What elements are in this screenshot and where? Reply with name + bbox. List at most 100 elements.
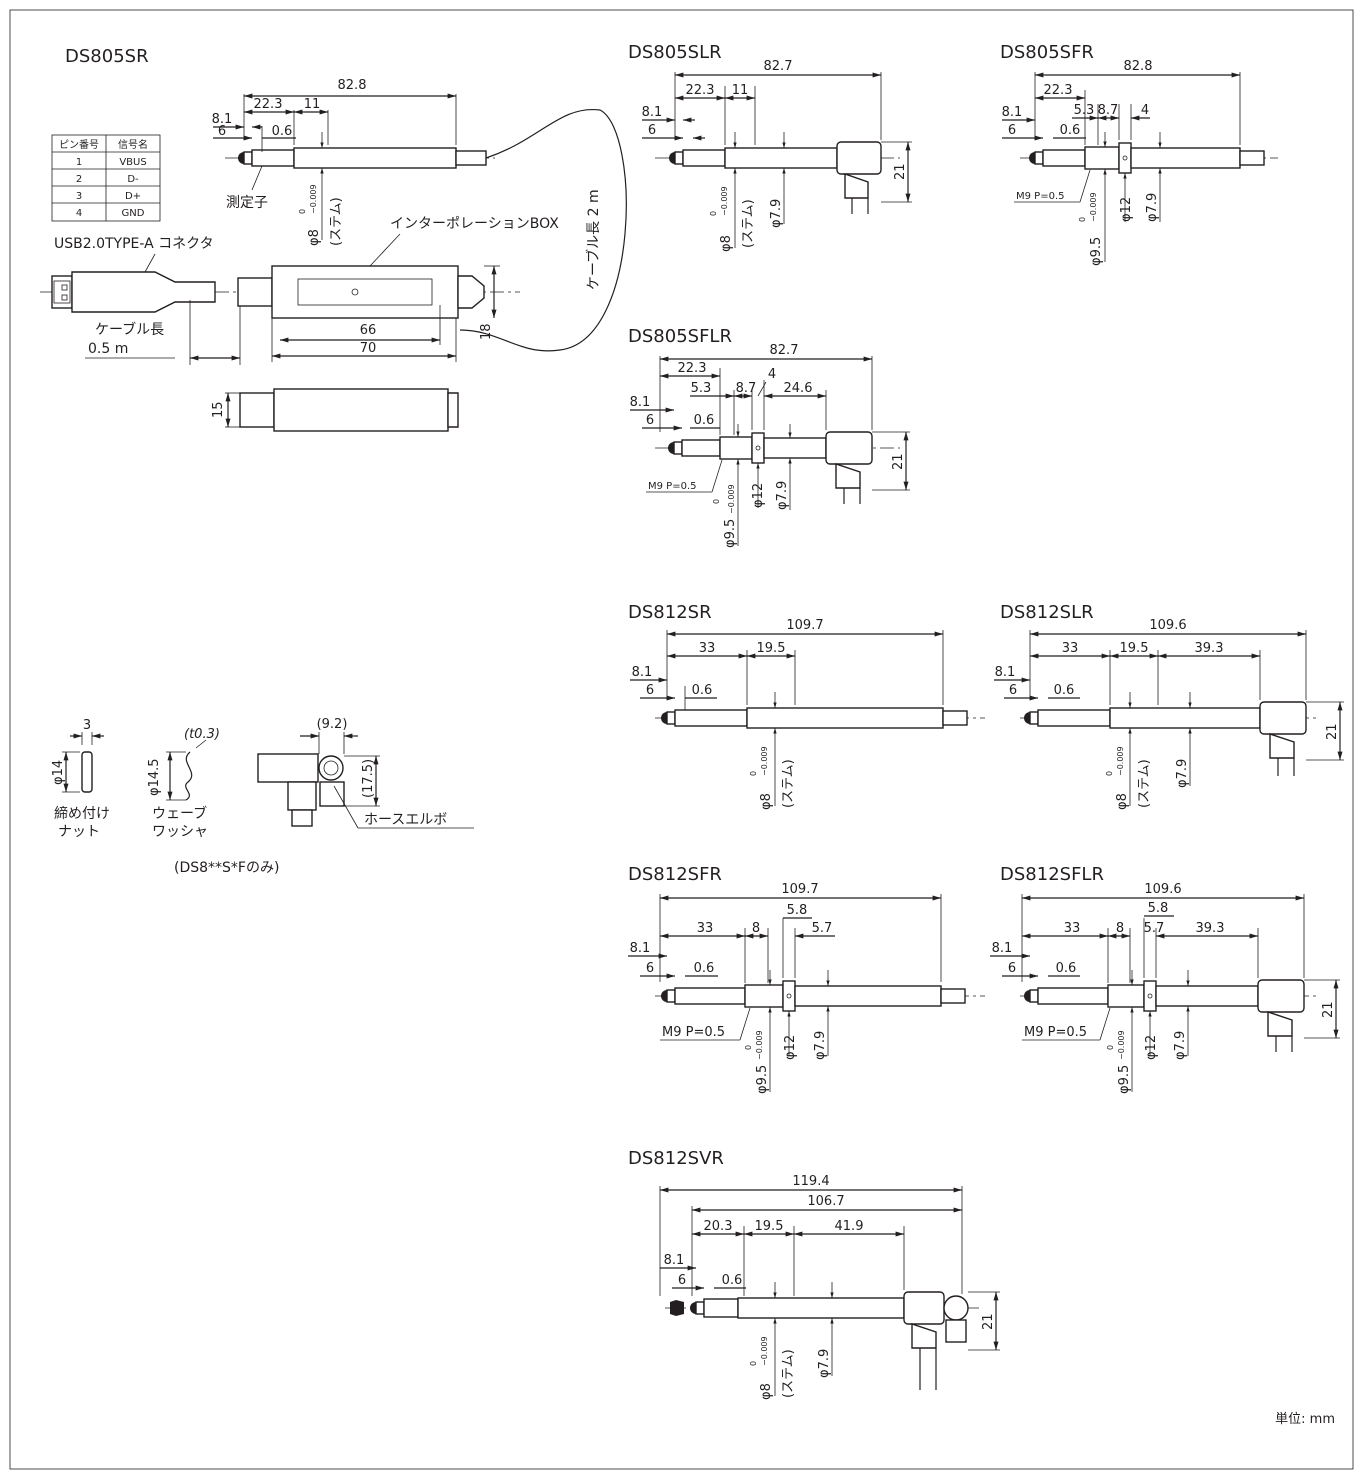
ds812slr-stem: (ステム) <box>1137 759 1152 808</box>
ds805sfr-dim-g: 0.6 <box>1060 123 1081 138</box>
ds805sr-phi8: φ8 <box>307 229 322 246</box>
ds812sflr-title: DS812SFLR <box>1000 864 1104 885</box>
ds812sfr-tol-bot: −0.009 <box>755 1030 764 1060</box>
ds812slr-dim-total: 109.6 <box>1149 618 1186 633</box>
ds805sfr-thread: M9 P=0.5 <box>1016 191 1064 202</box>
pin-table: ピン番号 信号名 1 VBUS 2 D- 3 D+ 4 GND <box>51 134 161 222</box>
ds812sflr-dim-i: 21 <box>1321 1001 1336 1018</box>
ds805sflr-dim-a: 22.3 <box>678 361 707 376</box>
ds805sflr-dim-c: 8.7 <box>736 381 757 396</box>
ds812sfr-dim-b: 8 <box>752 921 760 936</box>
ds805sr-probe-label: 測定子 <box>226 195 268 211</box>
ds812sfr-thread: M9 P=0.5 <box>662 1025 725 1040</box>
ds805sfr-phi79: φ7.9 <box>1145 193 1160 222</box>
ds812slr-dim-a: 33 <box>1062 641 1079 656</box>
accessories-drawing: 3 φ14 締め付け ナット φ14.5 (t0.3) ウェーブ ワッシャ (9… <box>51 717 474 876</box>
ds805sr-dim-b: 11 <box>304 97 321 112</box>
washer-thickness: (t0.3) <box>184 727 220 742</box>
ds805sr-cable-short-1: ケーブル長 <box>95 321 164 338</box>
ds812sflr-thread: M9 P=0.5 <box>1024 1025 1087 1040</box>
ds812sr-dim-total: 109.7 <box>786 618 823 633</box>
ds805sflr-phi79: φ7.9 <box>775 481 790 510</box>
ds805sflr-dim-h: 0.6 <box>694 413 715 428</box>
ds812svr-stem: (ステム) <box>781 1349 796 1398</box>
ds805sfr-dim-b: 5.3 <box>1074 103 1095 118</box>
ds812svr-dim-inner: 106.7 <box>807 1194 844 1209</box>
ds805sfr-tol-bot: −0.009 <box>1089 192 1098 222</box>
unit-label: 単位: mm <box>1275 1411 1335 1427</box>
ds812sfr-dim-g: 0.6 <box>694 961 715 976</box>
ds812sflr-dim-c: 5.8 <box>1148 901 1169 916</box>
ds805sflr-drawing: DS805SFLR 82.7 22.3 5.3 8.7 4 24.6 8.1 <box>628 326 910 548</box>
ds812sflr-dim-h: 0.6 <box>1056 961 1077 976</box>
ds805slr-stem: (ステム) <box>741 199 756 248</box>
ds812svr-dim-c: 41.9 <box>835 1219 864 1234</box>
ds812sflr-dim-b: 8 <box>1116 921 1124 936</box>
ds805sflr-title: DS805SFLR <box>628 326 732 347</box>
ds812sr-phi8: φ8 <box>759 793 774 810</box>
ds805sr-stem: (ステム) <box>329 197 344 246</box>
pin-table-cell: 3 <box>76 191 82 202</box>
ds805sflr-phi95: φ9.5 <box>723 519 738 548</box>
ds812svr-dim-total: 119.4 <box>792 1174 829 1189</box>
ds805sr-dim-c: 8.1 <box>212 112 233 127</box>
ds812sfr-title: DS812SFR <box>628 864 722 885</box>
ds812svr-title: DS812SVR <box>628 1148 724 1169</box>
ds805sflr-thread: M9 P=0.5 <box>648 481 696 492</box>
ds812slr-dim-b: 19.5 <box>1120 641 1149 656</box>
ds812slr-phi8: φ8 <box>1115 793 1130 810</box>
elbow-width: (9.2) <box>317 717 348 732</box>
ds812sr-dim-e: 0.6 <box>692 683 713 698</box>
ds805sr-dim-total: 82.8 <box>338 78 367 93</box>
ds812svr-dim-f: 0.6 <box>722 1273 743 1288</box>
ds812sfr-dim-f: 6 <box>646 961 654 976</box>
ds812sflr-tol-top: 0 <box>1106 1045 1115 1050</box>
ds812sr-tol-bot: −0.009 <box>760 746 769 776</box>
sheet-frame <box>9 9 1354 1470</box>
ds805sr-dim-a: 22.3 <box>254 97 283 112</box>
ds805sr-box-label: インターポレーションBOX <box>390 216 559 232</box>
ds805sfr-phi95: φ9.5 <box>1089 237 1104 266</box>
nut-label-2: ナット <box>58 824 100 840</box>
ds805sfr-dim-c: 8.7 <box>1098 103 1119 118</box>
ds812svr-phi79: φ7.9 <box>817 1349 832 1378</box>
ds805slr-dim-total: 82.7 <box>764 59 793 74</box>
ds812sfr-phi95: φ9.5 <box>755 1065 770 1094</box>
ds805sfr-dim-a: 22.3 <box>1044 83 1073 98</box>
ds805slr-phi8: φ8 <box>719 235 734 252</box>
ds812sr-stem: (ステム) <box>781 759 796 808</box>
pin-table-cell: 4 <box>76 208 82 219</box>
ds812sfr-tol-top: 0 <box>744 1045 753 1050</box>
pin-table-header-signal: 信号名 <box>118 138 148 151</box>
ds812svr-drawing: DS812SVR 119.4 106.7 20.3 19.5 41.9 8.1 … <box>628 1148 1000 1400</box>
elbow-label: ホースエルボ <box>364 812 447 828</box>
ds812sfr-dim-e: 8.1 <box>630 941 651 956</box>
pin-table-header-pin: ピン番号 <box>59 139 99 151</box>
ds805sflr-dim-i: 21 <box>891 453 906 470</box>
ds805sr-dim-box-inner: 66 <box>360 323 377 338</box>
ds812sflr-dim-a: 33 <box>1064 921 1081 936</box>
ds812sfr-drawing: DS812SFR 109.7 33 8 5.8 5.7 8.1 6 0.6 M9… <box>628 864 985 1094</box>
ds812sflr-dim-e: 39.3 <box>1196 921 1225 936</box>
ds805slr-dim-h: 21 <box>893 163 908 180</box>
pin-table-cell: VBUS <box>119 157 146 168</box>
ds805slr-tol-bot: −0.009 <box>720 186 729 216</box>
ds805slr-title: DS805SLR <box>628 42 722 63</box>
ds812sr-dim-d: 6 <box>646 683 654 698</box>
ds812sfr-phi12: φ12 <box>783 1035 798 1060</box>
ds805slr-drawing: DS805SLR 82.7 22.3 11 8.1 6 21 φ8 0 <box>628 42 912 252</box>
nut-phi: φ14 <box>51 760 66 785</box>
ds805sfr-phi12: φ12 <box>1119 197 1134 222</box>
pin-table-cell: 2 <box>76 174 82 185</box>
ds812sr-title: DS812SR <box>628 602 712 623</box>
ds805sr-dim-box-h: 18 <box>479 323 494 340</box>
ds805sflr-dim-d: 4 <box>768 367 776 382</box>
ds812svr-tol-bot: −0.009 <box>760 1336 769 1366</box>
ds812sflr-drawing: DS812SFLR 109.6 33 8 5.8 5.7 39.3 8.1 <box>990 864 1340 1094</box>
ds812svr-tol-top: 0 <box>749 1361 758 1366</box>
ds812slr-dim-h: 21 <box>1325 723 1340 740</box>
ds812sfr-phi79: φ7.9 <box>813 1031 828 1060</box>
ds812slr-dim-f: 0.6 <box>1054 683 1075 698</box>
ds805sfr-drawing: DS805SFR 82.8 22.3 5.3 8.7 4 8.1 6 0.6 M… <box>1000 42 1278 266</box>
pin-table-cell: D+ <box>125 191 141 202</box>
